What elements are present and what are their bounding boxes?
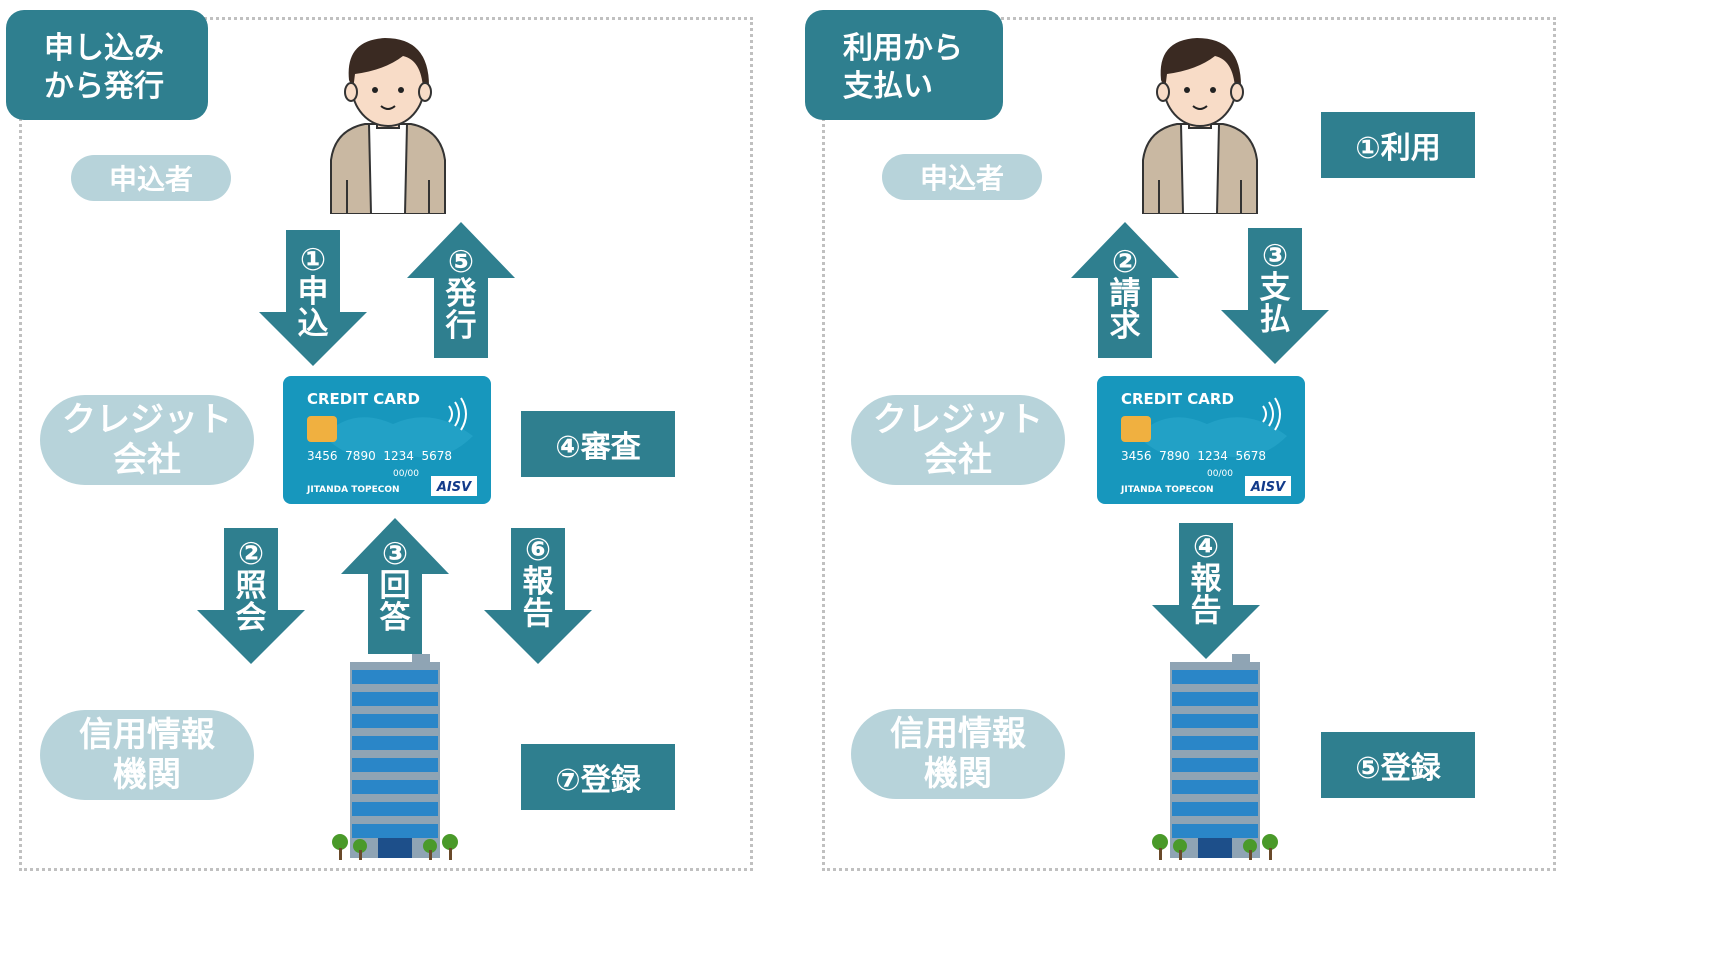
left-panel-title: 申し込み から発行: [6, 10, 208, 120]
left-credit-card-illustration: CREDIT CARD 3456 7890 1234 5678 00/00 JI…: [283, 376, 491, 504]
left-applicant-label: 申込者: [71, 155, 231, 201]
right-use-box: ①利用: [1321, 112, 1475, 178]
right-office-building-illustration: [1150, 652, 1280, 864]
right-applicant-label: 申込者: [882, 154, 1042, 200]
left-review-box: ④審査: [521, 411, 675, 477]
right-bill-arrow: ② 請 求: [1071, 222, 1179, 358]
right-panel-title: 利用から 支払い: [805, 10, 1003, 120]
left-inquiry-arrow: ② 照 会: [197, 528, 305, 664]
left-card-expiry: 00/00: [393, 469, 419, 479]
left-issue-arrow: ⑤ 発 行: [407, 222, 515, 358]
left-card-number: 3456 7890 1234 5678: [307, 449, 452, 463]
right-card-logo: AISV: [1250, 480, 1286, 495]
right-credit-card-illustration: CREDIT CARD 3456 7890 1234 5678 00/00 JI…: [1097, 376, 1305, 504]
right-card-number: 3456 7890 1234 5678: [1121, 449, 1266, 463]
right-credit-bureau-label: 信用情報 機関: [851, 709, 1065, 799]
right-pay-label: ③ 支 払: [1259, 238, 1291, 338]
left-office-building-illustration: [330, 652, 460, 864]
right-card-company-label: クレジット 会社: [851, 395, 1065, 485]
right-card-brand-text: CREDIT CARD: [1121, 390, 1234, 408]
right-card-expiry: 00/00: [1207, 469, 1233, 479]
right-panel-frame: [822, 17, 1556, 871]
right-bill-label: ② 請 求: [1109, 244, 1141, 344]
right-card-holder: JITANDA TOPECON: [1120, 485, 1214, 495]
left-person-illustration: [325, 30, 451, 215]
left-card-company-label: クレジット 会社: [40, 395, 254, 485]
left-report-arrow: ⑥ 報 告: [484, 528, 592, 664]
left-report-label: ⑥ 報 告: [522, 532, 554, 632]
left-credit-bureau-label: 信用情報 機関: [40, 710, 254, 800]
right-register-box: ⑤登録: [1321, 732, 1475, 798]
left-inquiry-label: ② 照 会: [235, 536, 267, 636]
left-issue-label: ⑤ 発 行: [445, 244, 477, 344]
left-answer-arrow: ③ 回 答: [341, 518, 449, 654]
left-card-brand-text: CREDIT CARD: [307, 390, 420, 408]
left-answer-label: ③ 回 答: [379, 536, 411, 636]
left-card-logo: AISV: [436, 480, 472, 495]
left-apply-arrow: ① 申 込: [259, 230, 367, 366]
left-card-holder: JITANDA TOPECON: [306, 485, 400, 495]
right-report-label: ④ 報 告: [1190, 529, 1222, 629]
left-panel-frame: [19, 17, 753, 871]
right-pay-arrow: ③ 支 払: [1221, 228, 1329, 364]
left-register-box: ⑦登録: [521, 744, 675, 810]
right-report-arrow: ④ 報 告: [1152, 523, 1260, 659]
right-person-illustration: [1137, 30, 1263, 215]
left-apply-label: ① 申 込: [297, 242, 329, 342]
